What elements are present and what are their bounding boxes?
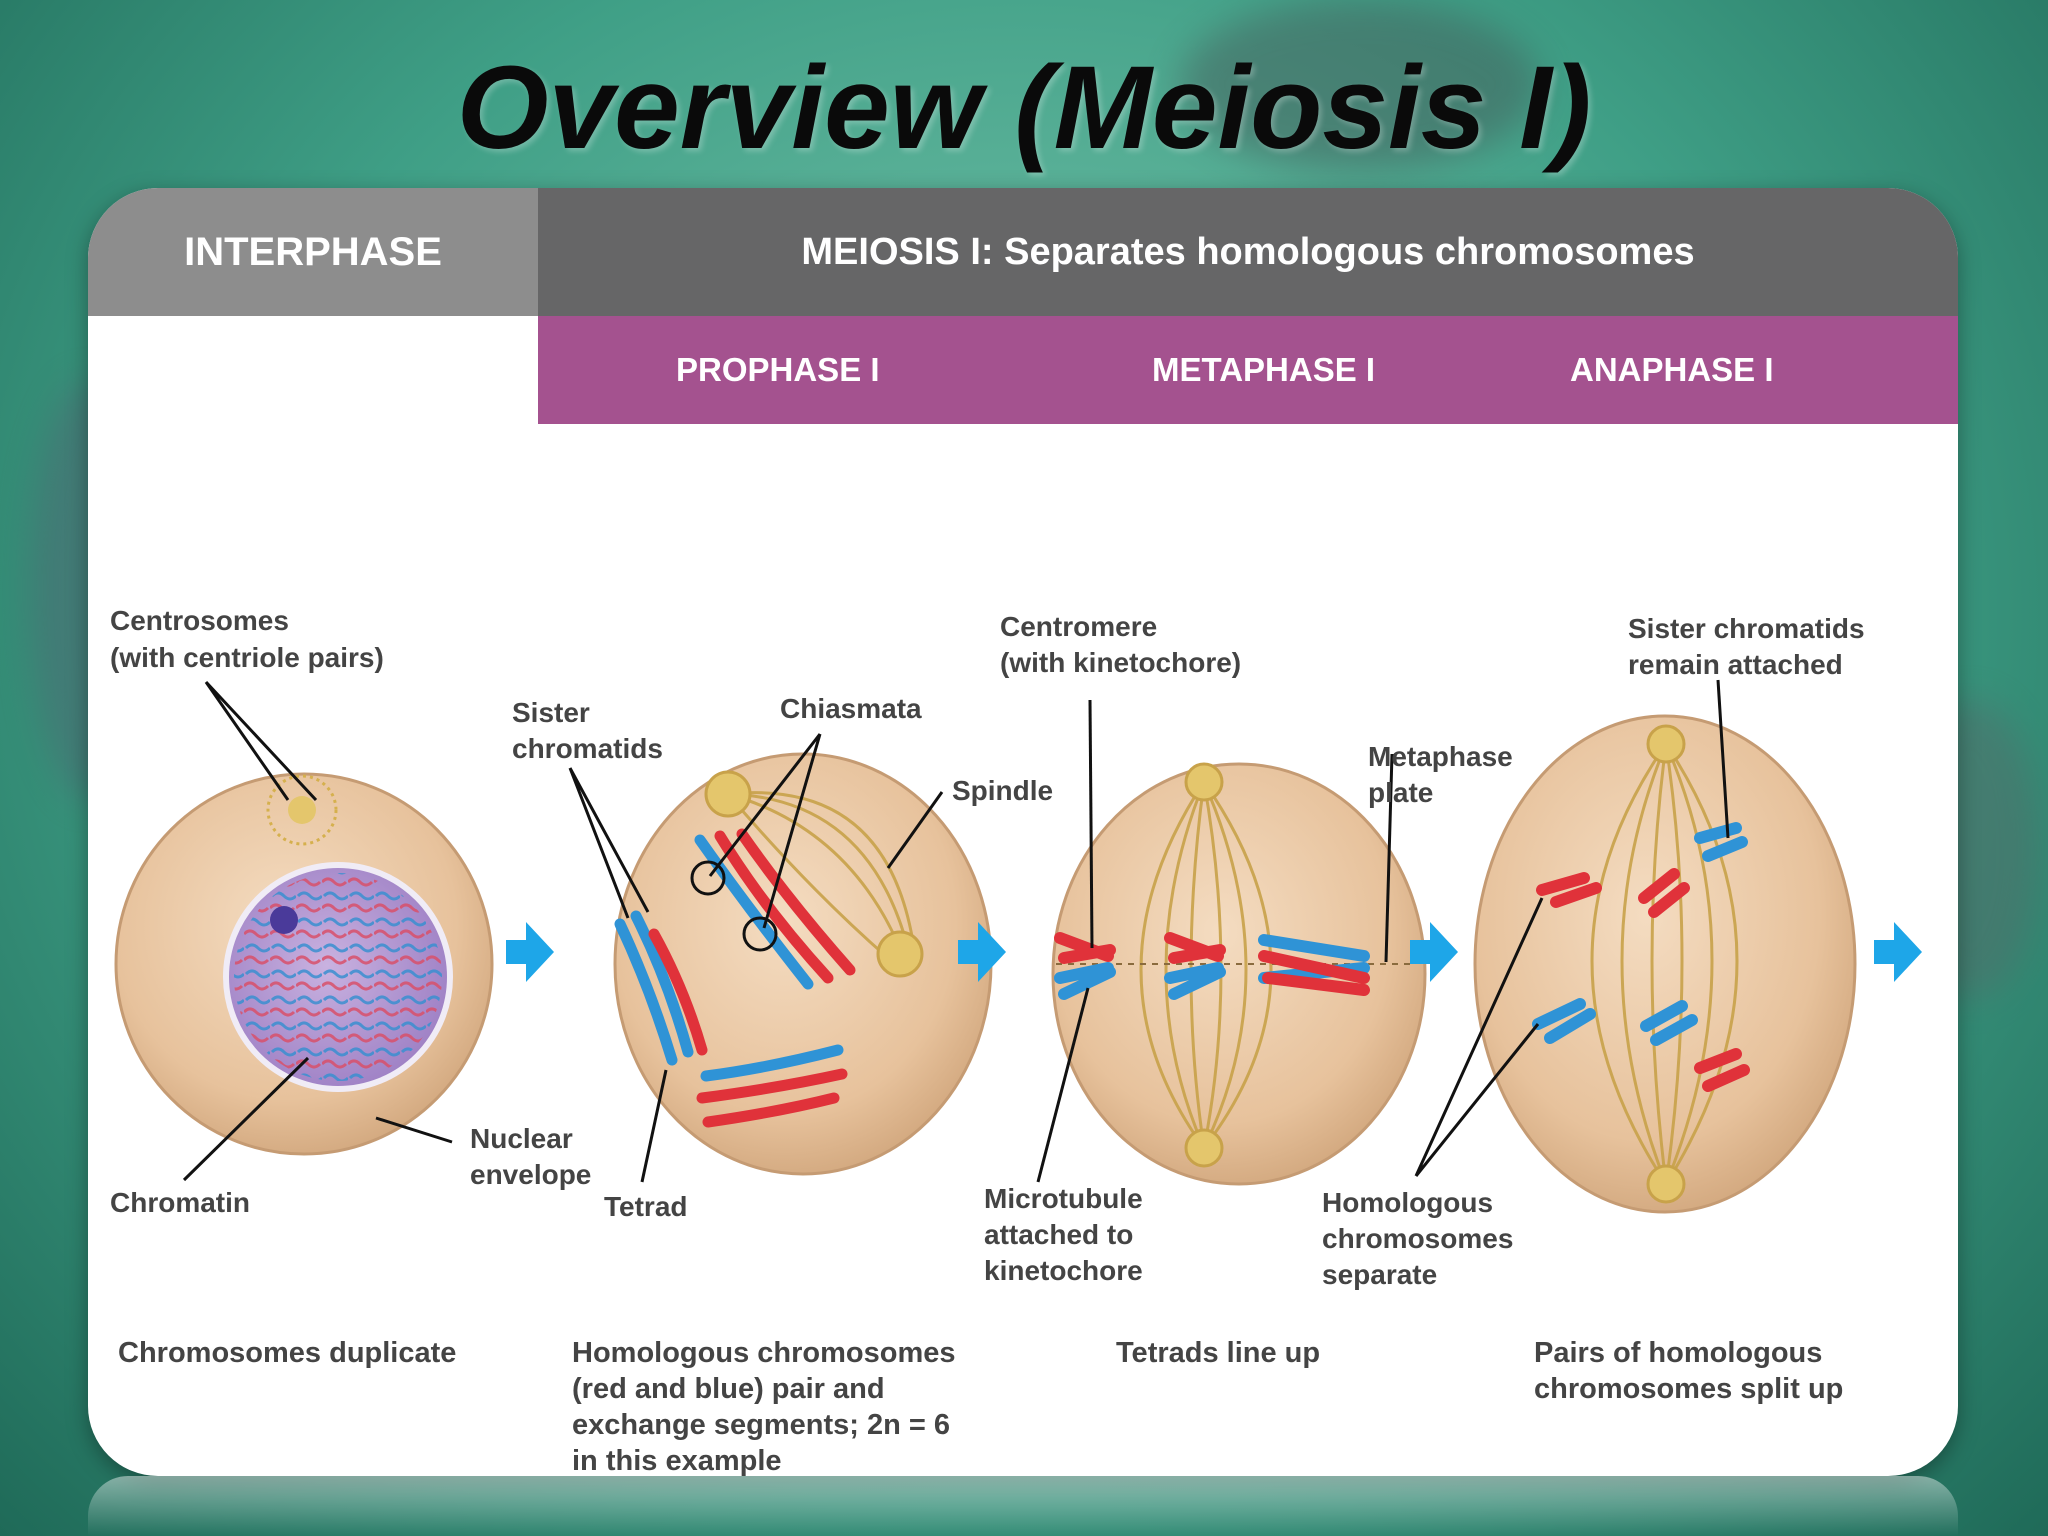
background-decoration xyxy=(1180,0,1540,170)
interphase-cell xyxy=(114,772,494,1156)
caption-prophase: exchange segments; 2n = 6 xyxy=(572,1409,950,1441)
label-tetrad: Tetrad xyxy=(604,1191,688,1222)
label-microtubule: Microtubule xyxy=(984,1183,1143,1214)
label-centrosomes: Centrosomes xyxy=(110,605,289,636)
label-chiasmata: Chiasmata xyxy=(780,693,922,724)
caption-prophase: Homologous chromosomes xyxy=(572,1337,956,1369)
label-centromere: Centromere xyxy=(1000,611,1157,642)
label-sister-chromatids: chromatids xyxy=(512,733,663,764)
label-homologous-separate: separate xyxy=(1322,1259,1437,1290)
slide-title: Overview (Meiosis I) xyxy=(456,42,1592,174)
phase-label-anaphase: ANAPHASE I xyxy=(1570,351,1774,388)
metaphase-cell xyxy=(1051,762,1427,1186)
prophase-cell xyxy=(613,752,993,1176)
label-spindle: Spindle xyxy=(952,775,1053,806)
label-centrosomes: (with centriole pairs) xyxy=(110,642,384,673)
arrow-icon xyxy=(1410,922,1458,982)
anaphase-cell xyxy=(1473,714,1857,1214)
label-centromere: (with kinetochore) xyxy=(1000,647,1241,678)
centrosome-icon xyxy=(266,774,338,846)
header-meiosis: MEIOSIS I: Separates homologous chromoso… xyxy=(538,188,1958,316)
phase-label-prophase: PROPHASE I xyxy=(676,351,880,388)
label-microtubule: attached to xyxy=(984,1219,1133,1250)
arrow-icon xyxy=(1874,922,1922,982)
diagram-canvas: Centrosomes (with centriole pairs) Chrom… xyxy=(110,605,1922,1476)
label-sister-chromatids-attached: remain attached xyxy=(1628,649,1843,680)
caption-anaphase: chromosomes split up xyxy=(1534,1373,1843,1405)
meiosis-figure: INTERPHASE MEIOSIS I: Separates homologo… xyxy=(88,188,1958,1476)
tetrad-pairs xyxy=(614,828,856,1128)
label-sister-chromatids: Sister xyxy=(512,697,590,728)
label-chromatin: Chromatin xyxy=(110,1187,250,1218)
label-homologous-separate: chromosomes xyxy=(1322,1223,1513,1254)
caption-interphase: Chromosomes duplicate xyxy=(118,1337,456,1369)
label-metaphase-plate: plate xyxy=(1368,777,1433,808)
header-interphase: INTERPHASE xyxy=(88,188,538,316)
label-homologous-separate: Homologous xyxy=(1322,1187,1493,1218)
caption-prophase: in this example xyxy=(572,1445,782,1476)
phase-label-metaphase: METAPHASE I xyxy=(1152,351,1376,388)
caption-anaphase: Pairs of homologous xyxy=(1534,1337,1822,1369)
arrow-icon xyxy=(506,922,554,982)
caption-metaphase: Tetrads line up xyxy=(1116,1337,1320,1369)
label-nuclear-envelope: envelope xyxy=(470,1159,591,1190)
label-microtubule: kinetochore xyxy=(984,1255,1143,1286)
label-sister-chromatids-attached: Sister chromatids xyxy=(1628,613,1865,644)
phase-header-bar xyxy=(538,316,1958,424)
card-reflection xyxy=(88,1476,1958,1536)
label-nuclear-envelope: Nuclear xyxy=(470,1123,573,1154)
caption-prophase: (red and blue) pair and xyxy=(572,1373,885,1405)
leader-lines xyxy=(182,679,1730,1183)
label-metaphase-plate: Metaphase xyxy=(1368,741,1513,772)
arrow-icon xyxy=(958,922,1006,982)
